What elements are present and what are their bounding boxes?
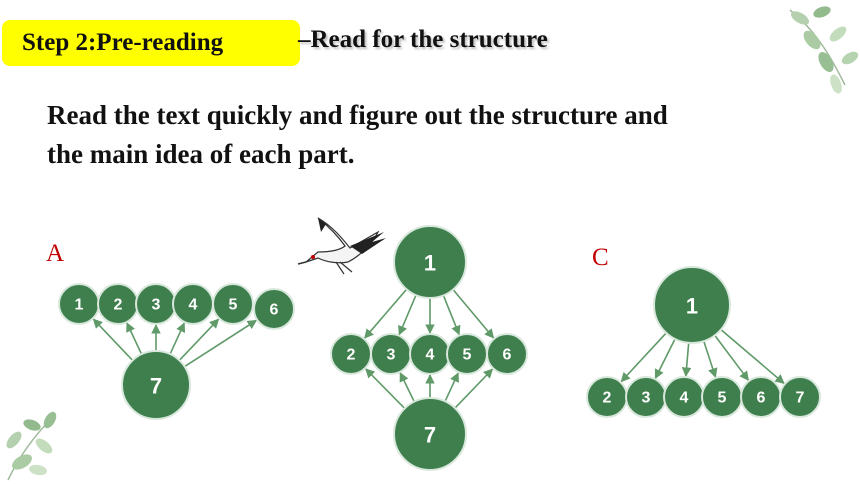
option-a-node-5-label: 5: [229, 297, 238, 314]
step-label: Step 2:Pre-reading: [22, 29, 224, 56]
option-b-top-arrow-3: [398, 294, 417, 336]
option-b-node-6: 6: [486, 333, 528, 375]
option-a-node-7-circle: [121, 350, 191, 420]
option-c-arrow-7: [720, 329, 785, 385]
option-c-node-6: 6: [740, 376, 782, 418]
option-c-node-top-1: 1: [653, 266, 731, 344]
instruction-line-2: the main idea of each part.: [47, 139, 355, 169]
option-b-node-top-1-label: 1: [424, 251, 436, 276]
option-b-node-6-circle: [486, 333, 528, 375]
option-b-node-5-label: 5: [463, 347, 472, 364]
option-a-node-4: 4: [172, 283, 214, 325]
option-a-node-4-label: 4: [189, 297, 198, 314]
option-c-node-2-label: 2: [603, 390, 612, 407]
option-c-arrow-3: [654, 338, 676, 380]
option-a-arrow-4: [169, 322, 186, 355]
option-a-node-5-circle: [212, 283, 254, 325]
option-c-node-4: 4: [663, 376, 705, 418]
option-b-node-top-1-circle: [393, 225, 467, 299]
option-c-node-4-label: 4: [680, 390, 689, 407]
option-a-arrow-6: [184, 319, 258, 368]
option-c-node-3: 3: [625, 376, 667, 418]
option-b-node-4: 4: [409, 333, 451, 375]
option-b-node-5: 5: [446, 333, 488, 375]
option-c-label: C: [592, 244, 609, 271]
option-a-arrow-1: [92, 318, 134, 361]
option-b-node-4-label: 4: [426, 347, 435, 364]
step-subtitle: –Read for the structure: [298, 26, 548, 53]
option-c-node-top-1-label: 1: [686, 294, 698, 319]
option-a-node-6-label: 6: [270, 302, 279, 319]
leaf-sprig-bottom-left-icon: [6, 411, 57, 481]
option-c-node-5: 5: [701, 376, 743, 418]
option-a-node-7-label: 7: [150, 374, 162, 399]
option-a-node-2: 2: [97, 283, 139, 325]
option-c-node-7-circle: [779, 376, 821, 418]
option-b-node-2-label: 2: [347, 347, 356, 364]
option-b-node-3: 3: [370, 333, 412, 375]
step-badge: Step 2:Pre-reading: [2, 20, 300, 66]
option-b-node-bottom-7-circle: [393, 397, 467, 471]
option-b-node-bottom-7: 7: [393, 397, 467, 471]
option-b-top-arrow-6: [452, 289, 495, 339]
option-b-bottom-arrow-2: [365, 368, 406, 409]
option-b-bottom-arrow-6: [454, 368, 494, 409]
option-a-node-1-label: 1: [75, 297, 84, 314]
option-a-node-5: 5: [212, 283, 254, 325]
option-b-node-top-1: 1: [393, 225, 467, 299]
option-c-node-6-label: 6: [757, 390, 766, 407]
instruction-text: Read the text quickly and figure out the…: [47, 96, 827, 174]
option-b-bottom-arrow-3: [399, 372, 415, 402]
option-c-arrow-4: [681, 342, 692, 378]
option-a-label: A: [46, 240, 65, 267]
option-a-node-3: 3: [135, 283, 177, 325]
option-b-node-bottom-7-label: 7: [424, 423, 436, 448]
option-a-node-7: 7: [121, 350, 191, 420]
option-a-arrow-5: [178, 318, 220, 361]
option-c-node-2: 2: [586, 376, 628, 418]
option-a-arrow-2: [126, 322, 143, 355]
option-c-node-7: 7: [779, 376, 821, 418]
option-c-node-5-label: 5: [718, 390, 727, 407]
option-a-node-2-label: 2: [114, 297, 123, 314]
instruction-line-1: Read the text quickly and figure out the…: [47, 100, 668, 130]
option-c-arrow-5: [703, 340, 718, 378]
option-b-node-3-label: 3: [387, 347, 396, 364]
option-b-node-6-label: 6: [503, 347, 512, 364]
option-c-arrow-6: [714, 334, 750, 381]
leaf-sprig-top-right-icon: [789, 6, 859, 94]
option-c-node-3-label: 3: [642, 390, 651, 407]
option-b-bottom-arrow-5: [444, 372, 459, 402]
option-b-node-2: 2: [330, 333, 372, 375]
option-b-top-arrow-2: [364, 288, 408, 339]
option-c-node-7-label: 7: [796, 390, 805, 407]
option-c-node-top-1-circle: [653, 266, 731, 344]
option-a-node-6-circle: [253, 288, 295, 330]
option-b-top-arrow-5: [442, 295, 461, 336]
option-a-node-1: 1: [58, 283, 100, 325]
option-a-node-6: 6: [253, 288, 295, 330]
option-a-node-3-label: 3: [152, 297, 161, 314]
option-c-arrow-2: [620, 332, 667, 383]
crane-illustration-icon: [297, 217, 386, 275]
